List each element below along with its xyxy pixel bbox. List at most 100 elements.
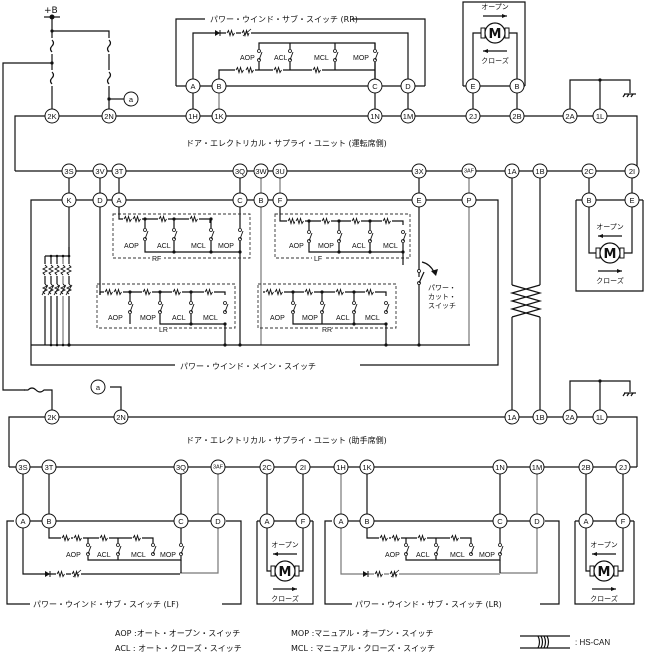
pin-label: 1H — [188, 112, 198, 121]
connector-pin: 1M — [529, 459, 545, 475]
connector-pin: 3Q — [173, 459, 189, 475]
pin-label: a — [129, 95, 134, 104]
ground-icon — [622, 392, 636, 397]
connector-pin: 1A — [504, 163, 520, 179]
switch-contact-icon — [332, 49, 339, 62]
sub-switch-rr-title: パワー・ウインド・サブ・スイッチ (RR) — [210, 14, 358, 24]
connector-pin: E — [465, 78, 481, 94]
connector-pin: 1L — [592, 409, 608, 425]
fuse-icon — [24, 38, 112, 412]
passenger-unit-title: ドア・エレクトリカル・サプライ・ユニット (助手席側) — [186, 435, 387, 445]
resistor-icon — [235, 65, 245, 75]
contact-label: MCL — [365, 315, 380, 322]
connector-pin: 1N — [492, 459, 508, 475]
resistor-icon — [65, 264, 73, 276]
resistor-icon — [172, 287, 182, 297]
sub-switch-lf-title: パワー・ウインド・サブ・スイッチ (LF) — [33, 599, 179, 609]
switch-contact-icon — [85, 543, 92, 556]
contact-label: ACL — [416, 552, 430, 559]
switch-contact-icon — [351, 301, 358, 314]
connector-pin: B — [253, 192, 269, 208]
connector-pin: 1L — [592, 108, 608, 124]
resistor-icon — [417, 533, 427, 543]
connector-pin: 2A — [562, 409, 578, 425]
resistor-icon — [273, 65, 283, 75]
contact-label: AOP — [289, 243, 304, 250]
junction-dot — [172, 217, 176, 221]
resistor-icon — [321, 216, 331, 226]
pin-label: A — [338, 517, 343, 526]
connector-pin: F — [272, 192, 288, 208]
connector-pin: 2B — [509, 108, 525, 124]
connector-pin: A — [259, 513, 275, 529]
switch-contact-icon — [127, 301, 134, 314]
connector-pin: 2N — [113, 409, 129, 425]
power-supply: +B — [2, 6, 124, 391]
motor-symbol: M — [598, 565, 611, 580]
diode-icon — [45, 571, 51, 577]
pin-label: 1B — [535, 413, 544, 422]
connector-pin: 3V — [92, 163, 108, 179]
connector-pin: 2J — [615, 459, 631, 475]
pin-label: 3X — [414, 167, 423, 176]
contact-label: MOP — [353, 55, 369, 62]
pin-label: 2I — [300, 463, 306, 472]
pin-label: B — [514, 82, 519, 91]
motor-symbol: M — [604, 247, 617, 262]
connector-pin: A — [185, 78, 201, 94]
resistor-icon — [295, 216, 305, 226]
legend-hs-can: : HS-CAN — [575, 638, 610, 647]
pin-label: 2I — [629, 167, 635, 176]
pin-label: F — [621, 517, 626, 526]
pin-label: C — [497, 517, 503, 526]
open-label: オープン — [590, 541, 618, 549]
resistor-icon — [41, 264, 49, 276]
pin-label: 1N — [370, 112, 380, 121]
pin-label: A — [20, 517, 25, 526]
connector-pin: C — [492, 513, 508, 529]
connector-pin: 3Q — [232, 163, 248, 179]
connector-pin: D — [92, 192, 108, 208]
open-label: オープン — [596, 223, 624, 231]
pin-label: 2A — [565, 413, 574, 422]
hs-can-line — [509, 171, 543, 412]
contact-label: AOP — [385, 552, 400, 559]
pin-label: D — [215, 517, 221, 526]
contact-label: MCL — [131, 552, 146, 559]
resistor-icon — [142, 287, 152, 297]
switch-contact-icon — [290, 301, 297, 314]
resistors — [41, 28, 460, 579]
connector-pin: F — [615, 513, 631, 529]
pin-label: 3S — [64, 167, 73, 176]
main-switch-group-rf: AOP ACL MCL MOP RF — [112, 200, 251, 263]
pin-label: C — [178, 517, 184, 526]
switch-contact-icon — [497, 543, 504, 556]
contact-label: AOP — [270, 315, 285, 322]
pin-label: 3Q — [176, 463, 186, 472]
resistor-icon — [335, 287, 345, 297]
pin-label: A — [116, 196, 121, 205]
switch-contact-icon — [367, 230, 374, 243]
motor-symbol: M — [489, 27, 502, 42]
pin-label: 1A — [507, 167, 516, 176]
resistor-icon — [204, 287, 214, 297]
connector-pin: 2K — [44, 409, 60, 425]
pin-label: 3U — [275, 167, 285, 176]
pin-label: D — [97, 196, 103, 205]
connector-pin: 1H — [333, 459, 349, 475]
pin-label: B — [216, 82, 221, 91]
junction-dot — [189, 322, 193, 326]
connector-pin: B — [509, 78, 525, 94]
motor-symbol: M — [279, 565, 292, 580]
resistor-icon — [47, 264, 55, 276]
connector-pin: 3X — [411, 163, 427, 179]
pin-label: A — [264, 517, 269, 526]
connector-pin: A — [333, 513, 349, 529]
connector-pin: D — [400, 78, 416, 94]
resistor-icon — [382, 216, 392, 226]
connector-pin: 3S — [15, 459, 31, 475]
pin-label: E — [470, 82, 475, 91]
